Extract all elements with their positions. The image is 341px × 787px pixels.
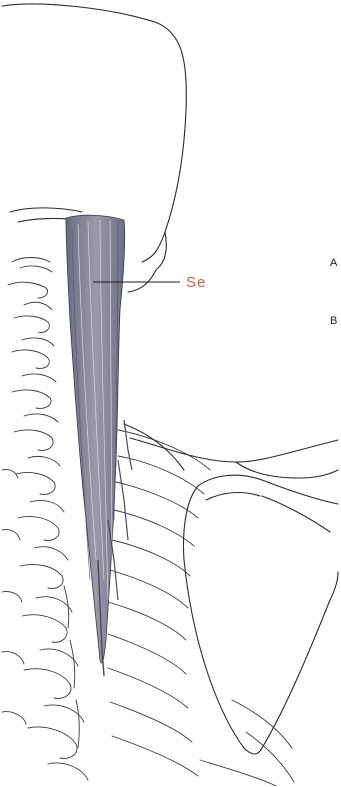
- shoulder-outline: [124, 424, 338, 478]
- side-letter-b: B: [330, 315, 337, 327]
- side-letter-a: A: [330, 257, 338, 269]
- scapula-outline: [184, 475, 338, 754]
- muscle-label: Se: [186, 274, 206, 291]
